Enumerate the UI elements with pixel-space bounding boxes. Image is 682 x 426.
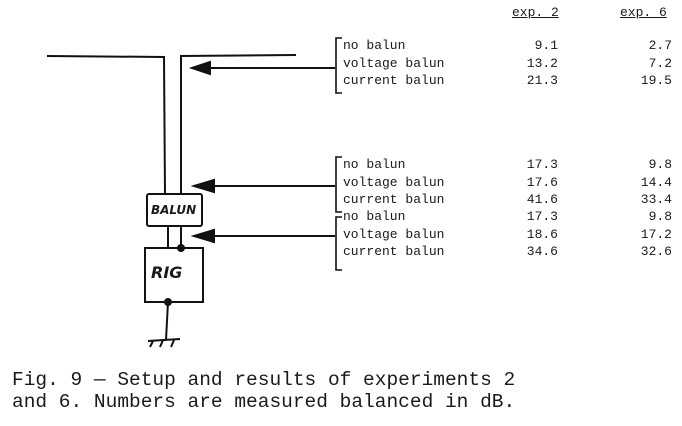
measurement-arrows — [188, 60, 335, 244]
exp2-value: 41.6 — [526, 192, 558, 207]
balun-box — [146, 193, 203, 227]
exp6-value: 7.2 — [648, 55, 672, 71]
exp2-value: 21.3 — [526, 73, 558, 88]
row-label: current balun — [343, 244, 445, 259]
exp2-value: 18.6 — [526, 226, 558, 242]
caption-line-1: Fig. 9 — Setup and results of experiment… — [12, 369, 516, 391]
row-label: no balun — [343, 38, 406, 53]
exp2-value: 34.6 — [526, 244, 558, 259]
exp6-value: 19.5 — [640, 73, 672, 88]
caption-line-2: and 6. Numbers are measured balanced in … — [12, 391, 516, 413]
exp6-value: 32.6 — [640, 244, 672, 259]
exp6-value: 9.8 — [648, 209, 672, 224]
row-label: voltage balun — [343, 226, 445, 242]
exp6-value: 33.4 — [640, 192, 672, 207]
row-label: current balun — [343, 73, 445, 88]
row-label: voltage balun — [343, 55, 445, 71]
row-label: current balun — [343, 192, 445, 207]
row-label: no balun — [343, 157, 406, 172]
row-label: voltage balun — [343, 174, 445, 190]
rig-box — [144, 247, 204, 303]
ground-icon — [147, 301, 181, 348]
balun-label: BALUN — [151, 203, 197, 217]
exp2-value: 17.3 — [526, 157, 558, 172]
exp2-value: 9.1 — [534, 38, 558, 53]
brackets — [335, 37, 342, 271]
header-exp2: exp. 2 — [512, 5, 559, 20]
exp6-value: 2.7 — [648, 38, 672, 53]
row-label: no balun — [343, 209, 406, 224]
exp2-value: 17.3 — [526, 209, 558, 224]
antenna-wires — [46, 54, 297, 196]
rig-label: RIG — [151, 263, 183, 282]
exp6-value: 17.2 — [640, 226, 672, 242]
exp6-value: 14.4 — [640, 174, 672, 190]
exp2-value: 13.2 — [526, 55, 558, 71]
exp2-value: 17.6 — [526, 174, 558, 190]
exp6-value: 9.8 — [648, 157, 672, 172]
header-exp6: exp. 6 — [620, 5, 667, 20]
